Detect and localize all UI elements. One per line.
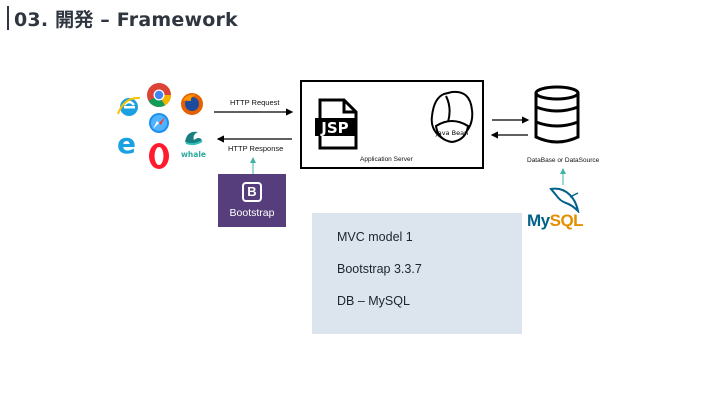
opera-icon xyxy=(149,143,169,169)
javabean-label: Java Bean xyxy=(435,129,468,137)
dolphin-icon xyxy=(549,187,580,213)
database-label: DataBase or DataSource xyxy=(527,157,600,164)
bootstrap-label: Bootstrap xyxy=(229,207,275,219)
application-server-label: Application Server xyxy=(360,156,413,163)
svg-text:e: e xyxy=(117,128,136,158)
tech-stack-notes: MVC model 1 Bootstrap 3.3.7 DB – MySQL xyxy=(312,213,522,334)
mysql-logo: MySQL xyxy=(522,185,608,236)
whale-icon: whale xyxy=(181,131,206,159)
jsp-label: JSP xyxy=(320,119,348,137)
edge-icon: e xyxy=(117,128,136,158)
mysql-text-my: My xyxy=(527,211,550,230)
title-accent-bar xyxy=(7,6,9,30)
javabean-icon: Java Bean xyxy=(430,90,474,144)
browser-icons: e whale xyxy=(112,76,212,174)
application-server-box: JSP Java Bean Application Server xyxy=(300,80,484,169)
chrome-icon xyxy=(147,83,171,108)
bootstrap-letter-icon: B xyxy=(242,182,262,202)
whale-label: whale xyxy=(181,150,206,159)
firefox-icon xyxy=(181,93,203,115)
database-icon xyxy=(534,85,580,144)
note-item: Bootstrap 3.3.7 xyxy=(337,262,422,276)
internet-explorer-icon xyxy=(117,96,141,116)
safari-icon xyxy=(149,113,169,133)
note-item: DB – MySQL xyxy=(337,294,410,308)
jsp-file-icon: JSP xyxy=(315,98,358,150)
mysql-wordmark: MySQL xyxy=(527,211,584,231)
http-response-label: HTTP Response xyxy=(228,144,284,153)
note-item: MVC model 1 xyxy=(337,230,413,244)
http-request-label: HTTP Request xyxy=(230,98,280,107)
bootstrap-logo: B Bootstrap xyxy=(218,174,286,227)
page-title: 03. 開発 – Framework xyxy=(14,9,238,31)
mysql-text-sql: SQL xyxy=(549,211,584,230)
